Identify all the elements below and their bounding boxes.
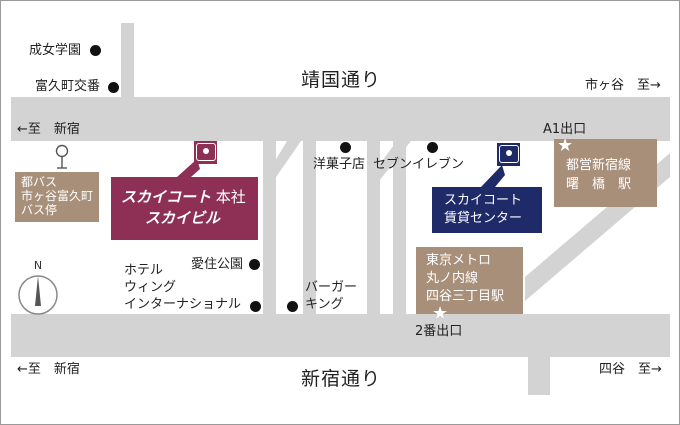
- compass-north-label: N: [34, 259, 42, 272]
- star-icon: ★: [432, 303, 449, 324]
- north-side-street: [121, 23, 134, 99]
- landmark-dot-icon: [287, 301, 298, 312]
- bus-stop-line2: 市ヶ谷富久町: [21, 189, 94, 203]
- street-burger: [303, 141, 316, 316]
- hotel-label-line1: ホテル: [124, 263, 164, 278]
- headquarters-title: スカイコート: [121, 188, 212, 206]
- landmark-dot-icon: [427, 142, 438, 153]
- burger-label-line1: バーガー: [305, 280, 358, 295]
- tokyo-metro-line3: 四谷三丁目駅: [426, 289, 505, 304]
- toei-station-box: 都営新宿線 曙 橋 駅: [554, 139, 657, 207]
- rental-center-line1: スカイコート: [444, 193, 523, 208]
- bus-stop-line3: バス停: [21, 203, 58, 217]
- diagonal-street-east: [367, 141, 411, 196]
- bus-stop-icon: [55, 144, 69, 169]
- shinjuku-road: [11, 314, 670, 357]
- headquarters-pin-box: [194, 141, 217, 164]
- shinjuku-road-label: 新宿通り: [301, 368, 382, 390]
- landmark-seijo-gakuen: 成女学園: [29, 43, 82, 58]
- compass-icon: N: [18, 259, 58, 315]
- landmark-seven-eleven: セブンイレブン: [373, 157, 465, 172]
- headquarters-title-row: スカイコート 本社: [121, 187, 248, 207]
- location-pin-icon: [196, 143, 216, 161]
- diagonal-street-west: [263, 141, 301, 196]
- landmark-dot-icon: [250, 301, 261, 312]
- direction-shinjuku-north: ←至 新宿: [17, 122, 80, 137]
- rental-center-line2: 賃貸センター: [444, 211, 523, 226]
- exit-2-label: 2番出口: [415, 324, 463, 339]
- headquarters-suffix: 本社: [215, 188, 246, 206]
- landmark-yogashiten: 洋菓子店: [313, 157, 366, 172]
- hotel-label-line3: インターナショナル: [124, 297, 242, 312]
- rental-pin-box: [497, 143, 520, 166]
- direction-ichigaya: 市ヶ谷 至→: [585, 78, 661, 93]
- tokyo-metro-line2: 丸ノ内線: [426, 271, 479, 286]
- landmark-aizumi-park: 愛住公園: [191, 257, 244, 272]
- bus-stop-line1: 都バス: [21, 175, 58, 189]
- star-icon: ★: [557, 135, 574, 156]
- direction-yotsuya: 四谷 至→: [599, 362, 662, 377]
- rental-center-box: スカイコート 賃貸センター: [432, 187, 542, 233]
- landmark-dot-icon: [90, 45, 101, 56]
- headquarters-building: スカイビル: [145, 209, 221, 227]
- yasukuni-road-label: 靖国通り: [301, 69, 382, 91]
- landmark-dot-icon: [340, 142, 351, 153]
- street-rental: [393, 141, 406, 316]
- location-pin-icon: [499, 145, 519, 163]
- landmark-dot-icon: [249, 259, 260, 270]
- direction-shinjuku-south: ←至 新宿: [17, 362, 80, 377]
- yasukuni-road: [11, 97, 670, 141]
- bus-stop-box: 都バス 市ヶ谷富久町 バス停: [15, 172, 99, 222]
- hotel-label-line2: ウィング: [124, 280, 177, 295]
- toei-station-line2: 曙 橋 駅: [566, 177, 632, 192]
- headquarters-box: スカイコート 本社 スカイビル: [111, 177, 258, 240]
- landmark-dot-icon: [108, 82, 119, 93]
- tokyo-metro-box: 東京メトロ 丸ノ内線 四谷三丁目駅: [416, 247, 523, 314]
- exit-a1-label: A1出口: [543, 122, 587, 137]
- toei-station-line1: 都営新宿線: [566, 158, 632, 173]
- landmark-tomihisacho-koban: 富久町交番: [35, 79, 101, 94]
- tokyo-metro-line1: 東京メトロ: [426, 253, 492, 268]
- burger-label-line2: キング: [305, 297, 344, 312]
- south-branch-street: [528, 355, 550, 395]
